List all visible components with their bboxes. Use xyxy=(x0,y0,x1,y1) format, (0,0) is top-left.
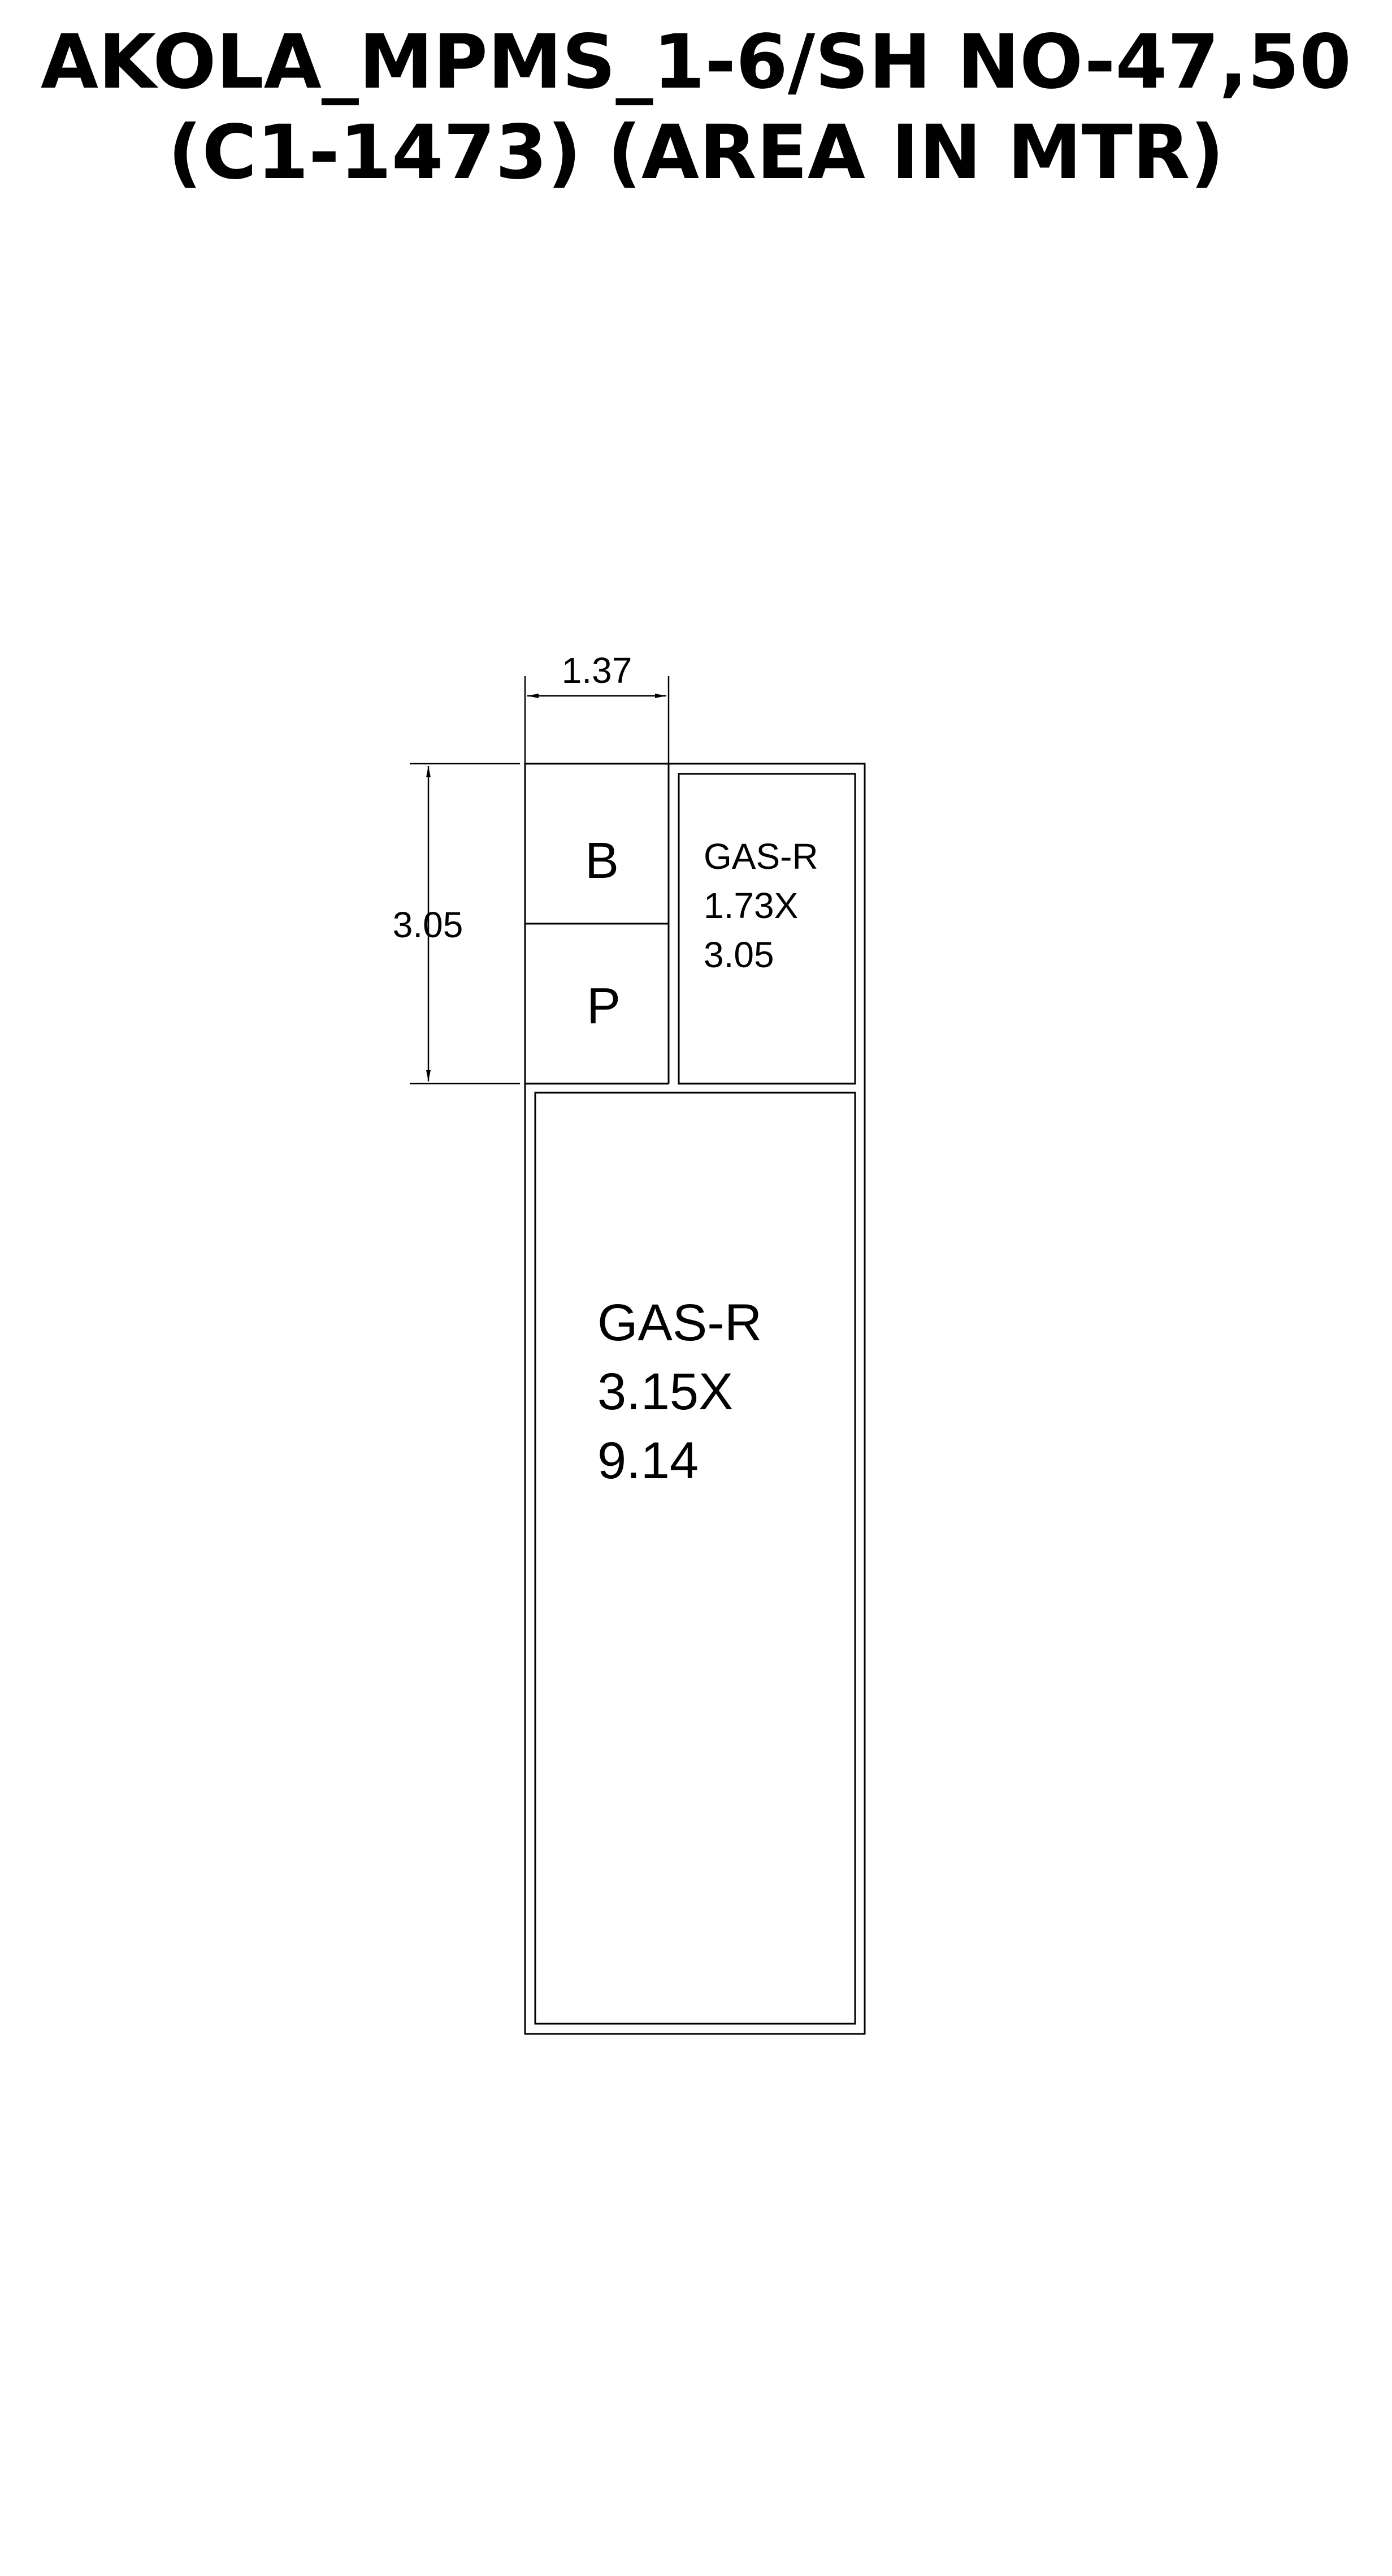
dimension-left: 3.05 xyxy=(393,763,520,1085)
room-b-label: B xyxy=(585,833,619,889)
gas-room-small-name: GAS-R xyxy=(704,836,818,877)
dimension-top: 1.37 xyxy=(524,650,670,764)
inner-wall-small-gas-room xyxy=(678,773,856,1085)
dimension-top-label: 1.37 xyxy=(562,650,632,691)
gas-room-large-label: GAS-R 3.15X 9.14 xyxy=(597,1294,762,1490)
gas-room-small-label: GAS-R 1.73X 3.05 xyxy=(704,836,818,975)
gas-room-large-height: 9.14 xyxy=(597,1432,699,1490)
gas-room-small-width: 1.73X xyxy=(704,885,798,926)
title-line-2: (C1-1473) (AREA IN MTR) xyxy=(168,109,1224,196)
room-p-label: P xyxy=(587,978,621,1034)
gas-room-small-height: 3.05 xyxy=(704,934,774,975)
outer-wall xyxy=(524,763,866,2035)
dimension-left-label: 3.05 xyxy=(393,904,463,945)
gas-room-large-width: 3.15X xyxy=(597,1363,733,1421)
building-outline xyxy=(524,763,866,2035)
inner-wall-large-room xyxy=(534,1092,856,2025)
gas-room-large-name: GAS-R xyxy=(597,1294,762,1352)
page-title: AKOLA_MPMS_1-6/SH NO-47,50 (C1-1473) (AR… xyxy=(0,17,1392,198)
title-line-1: AKOLA_MPMS_1-6/SH NO-47,50 xyxy=(40,19,1352,106)
